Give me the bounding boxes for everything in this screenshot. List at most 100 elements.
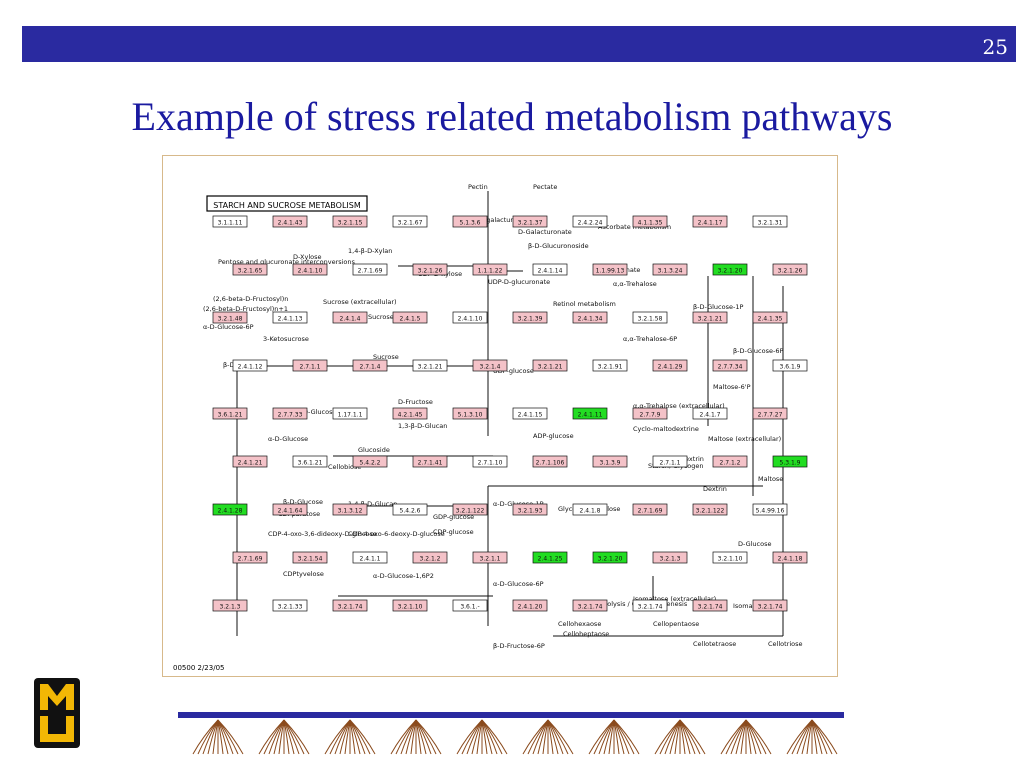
enzyme-box[interactable]: 2.4.1.18: [772, 551, 808, 564]
enzyme-box[interactable]: 3.2.1.10: [712, 551, 748, 564]
enzyme-box[interactable]: 1.1.99.13: [592, 263, 628, 276]
enzyme-box[interactable]: 5.4.2.6: [392, 503, 428, 516]
metabolite-label: UDP-D-glucuronate: [488, 278, 550, 286]
enzyme-box[interactable]: 3.2.1.15: [332, 215, 368, 228]
svg-text:2.7.1.106: 2.7.1.106: [536, 460, 565, 467]
enzyme-box[interactable]: 2.4.1.28: [212, 503, 248, 516]
enzyme-box[interactable]: 2.4.1.12: [232, 359, 268, 372]
enzyme-box[interactable]: 3.2.1.74: [692, 599, 728, 612]
enzyme-box[interactable]: 2.7.1.10: [472, 455, 508, 468]
enzyme-box[interactable]: 2.4.1.64: [272, 503, 308, 516]
svg-text:5.4.2.6: 5.4.2.6: [400, 508, 421, 515]
enzyme-box[interactable]: 2.4.1.21: [232, 455, 268, 468]
root-stroke: [679, 719, 706, 755]
metabolite-label: Pectate: [533, 183, 557, 191]
enzyme-box[interactable]: 3.2.1.21: [412, 359, 448, 372]
enzyme-box[interactable]: 2.7.1.106: [532, 455, 568, 468]
enzyme-box[interactable]: 2.4.1.7: [692, 407, 728, 420]
enzyme-box[interactable]: 3.6.1.21: [212, 407, 248, 420]
enzyme-box[interactable]: 5.1.3.10: [452, 407, 488, 420]
enzyme-box[interactable]: 2.4.1.10: [292, 263, 328, 276]
enzyme-box[interactable]: 3.2.1.3: [652, 551, 688, 564]
enzyme-box[interactable]: 2.7.1.2: [712, 455, 748, 468]
enzyme-box[interactable]: 3.2.1.91: [592, 359, 628, 372]
enzyme-box[interactable]: 2.7.1.69: [232, 551, 268, 564]
enzyme-box[interactable]: 5.4.99.16: [752, 503, 788, 516]
metabolite-label: β-D-Glucose: [283, 498, 323, 506]
enzyme-box[interactable]: 3.2.1.4: [472, 359, 508, 372]
enzyme-box[interactable]: 3.1.3.24: [652, 263, 688, 276]
enzyme-box[interactable]: 2.7.7.9: [632, 407, 668, 420]
enzyme-box[interactable]: 2.7.1.69: [632, 503, 668, 516]
enzyme-box[interactable]: 3.2.1.37: [512, 215, 548, 228]
enzyme-box[interactable]: 3.2.1.31: [752, 215, 788, 228]
enzyme-box[interactable]: 3.1.1.11: [212, 215, 248, 228]
enzyme-box[interactable]: 2.4.1.14: [532, 263, 568, 276]
enzyme-box[interactable]: 3.2.1.33: [272, 599, 308, 612]
enzyme-box[interactable]: 2.7.7.34: [712, 359, 748, 372]
enzyme-box[interactable]: 3.2.1.3: [212, 599, 248, 612]
enzyme-box[interactable]: 3.2.1.93: [512, 503, 548, 516]
enzyme-box[interactable]: 2.7.7.33: [272, 407, 308, 420]
enzyme-box[interactable]: 3.2.1.20: [592, 551, 628, 564]
enzyme-box[interactable]: 2.4.1.10: [452, 311, 488, 324]
enzyme-box[interactable]: 4.1.1.35: [632, 215, 668, 228]
enzyme-box[interactable]: 3.2.1.10: [392, 599, 428, 612]
enzyme-box[interactable]: 1.1.1.22: [472, 263, 508, 276]
enzyme-box[interactable]: 3.2.1.67: [392, 215, 428, 228]
enzyme-box[interactable]: 3.2.1.74: [572, 599, 608, 612]
enzyme-box[interactable]: 3.2.1.65: [232, 263, 268, 276]
enzyme-box[interactable]: 3.2.1.74: [332, 599, 368, 612]
enzyme-box[interactable]: 3.2.1.26: [412, 263, 448, 276]
enzyme-box[interactable]: 3.2.1.122: [452, 503, 488, 516]
enzyme-box[interactable]: 3.6.1.21: [292, 455, 328, 468]
enzyme-box[interactable]: 2.4.1.34: [572, 311, 608, 324]
enzyme-box[interactable]: 2.7.7.27: [752, 407, 788, 420]
enzyme-box[interactable]: 3.2.1.48: [212, 311, 248, 324]
enzyme-box[interactable]: 2.4.1.35: [752, 311, 788, 324]
enzyme-box[interactable]: 5.4.2.2: [352, 455, 388, 468]
enzyme-box[interactable]: 3.2.1.21: [692, 311, 728, 324]
enzyme-box[interactable]: 5.3.1.9: [772, 455, 808, 468]
enzyme-box[interactable]: 5.1.3.6: [452, 215, 488, 228]
enzyme-box[interactable]: 2.7.1.1: [652, 455, 688, 468]
enzyme-box[interactable]: 3.6.1.9: [772, 359, 808, 372]
enzyme-box[interactable]: 3.2.1.122: [692, 503, 728, 516]
enzyme-box[interactable]: 3.2.1.54: [292, 551, 328, 564]
enzyme-box[interactable]: 2.4.1.17: [692, 215, 728, 228]
enzyme-box[interactable]: 3.2.1.74: [752, 599, 788, 612]
svg-text:2.7.1.69: 2.7.1.69: [358, 268, 383, 275]
enzyme-box[interactable]: 2.7.1.4: [352, 359, 388, 372]
enzyme-box[interactable]: 3.2.1.21: [532, 359, 568, 372]
enzyme-box[interactable]: 3.2.1.20: [712, 263, 748, 276]
enzyme-box[interactable]: 2.4.1.29: [652, 359, 688, 372]
enzyme-box[interactable]: 3.2.1.58: [632, 311, 668, 324]
svg-text:3.2.1.20: 3.2.1.20: [598, 556, 623, 563]
enzyme-box[interactable]: 3.1.3.12: [332, 503, 368, 516]
enzyme-box[interactable]: 2.4.1.15: [512, 407, 548, 420]
enzyme-box[interactable]: 2.4.1.20: [512, 599, 548, 612]
enzyme-box[interactable]: 1.17.1.1: [332, 407, 368, 420]
enzyme-box[interactable]: 3.2.1.1: [472, 551, 508, 564]
enzyme-box[interactable]: 2.4.1.4: [332, 311, 368, 324]
svg-text:2.4.1.28: 2.4.1.28: [218, 508, 243, 515]
enzyme-box[interactable]: 2.4.1.8: [572, 503, 608, 516]
enzyme-box[interactable]: 2.4.1.1: [352, 551, 388, 564]
enzyme-box[interactable]: 3.6.1.-: [452, 599, 488, 612]
enzyme-box[interactable]: 2.4.2.24: [572, 215, 608, 228]
enzyme-box[interactable]: 2.4.1.5: [392, 311, 428, 324]
enzyme-box[interactable]: 2.7.1.41: [412, 455, 448, 468]
enzyme-box[interactable]: 2.7.1.1: [292, 359, 328, 372]
enzyme-box[interactable]: 2.7.1.69: [352, 263, 388, 276]
enzyme-box[interactable]: 3.2.1.26: [772, 263, 808, 276]
enzyme-box[interactable]: 2.4.1.43: [272, 215, 308, 228]
enzyme-box[interactable]: 2.4.1.11: [572, 407, 608, 420]
enzyme-box[interactable]: 3.2.1.2: [412, 551, 448, 564]
enzyme-box[interactable]: 3.1.3.9: [592, 455, 628, 468]
enzyme-box[interactable]: 2.4.1.25: [532, 551, 568, 564]
enzyme-box[interactable]: 2.4.1.13: [272, 311, 308, 324]
svg-text:2.4.1.5: 2.4.1.5: [400, 316, 421, 323]
enzyme-box[interactable]: 3.2.1.39: [512, 311, 548, 324]
enzyme-box[interactable]: 4.2.1.45: [392, 407, 428, 420]
enzyme-box[interactable]: 3.2.1.74: [632, 599, 668, 612]
